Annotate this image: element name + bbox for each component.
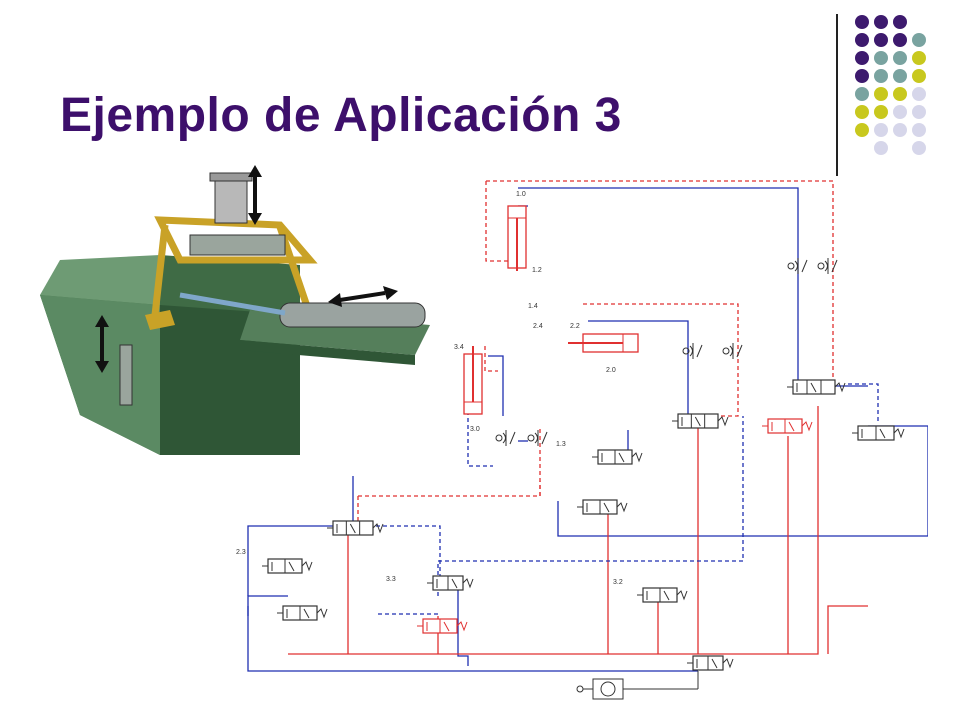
decorative-dot [855, 87, 869, 101]
directional-valve [262, 558, 313, 574]
valve-label-1-2: 1.2 [532, 267, 542, 274]
decorative-dot [912, 141, 926, 155]
valve-label-3-4: 3.4 [454, 344, 464, 351]
flow-control-valve [817, 258, 838, 274]
valve-label-2-2: 2.2 [570, 323, 580, 330]
directional-valve [687, 655, 734, 671]
decorative-dot [912, 51, 926, 65]
directional-valve [577, 499, 628, 515]
directional-valve [852, 425, 905, 441]
decorative-dot [855, 123, 869, 137]
pneumatic-circuit-diagram: 1.0 2.0 3.0 1.2 1.4 2.4 2.2 3.4 1.3 2.3 … [236, 180, 928, 700]
decorative-dot [893, 87, 907, 101]
header-divider-line [836, 14, 838, 176]
valve-label-1-3: 1.3 [556, 441, 566, 448]
valve-label-2-4: 2.4 [533, 323, 543, 330]
decorative-dot [893, 15, 907, 29]
cylinder-1-0 [507, 205, 527, 271]
cylinder-label-3-0: 3.0 [470, 426, 480, 433]
decorative-dot [893, 51, 907, 65]
air-supply-unit [576, 671, 699, 700]
cylinder-3-0 [463, 346, 483, 415]
directional-valve [417, 618, 468, 634]
cylinder-2-0 [568, 333, 639, 353]
decorative-dot [874, 51, 888, 65]
directional-valve [277, 605, 328, 621]
decorative-dot [912, 33, 926, 47]
flow-control-valve [495, 430, 516, 446]
directional-valve [787, 379, 846, 395]
decorative-dot [874, 15, 888, 29]
flow-control-valve [722, 343, 743, 359]
decorative-dot [912, 87, 926, 101]
decorative-dot [893, 105, 907, 119]
decorative-dot [893, 123, 907, 137]
directional-valve [762, 418, 813, 434]
decorative-dot [893, 69, 907, 83]
decorative-dot [912, 69, 926, 83]
decorative-dot [893, 33, 907, 47]
decorative-dot [855, 33, 869, 47]
decorative-dot [855, 105, 869, 119]
decorative-dot [874, 105, 888, 119]
decorative-dot [912, 105, 926, 119]
flow-control-valve [787, 258, 808, 274]
decorative-dot [874, 123, 888, 137]
directional-valve [592, 449, 643, 465]
decorative-dot [855, 69, 869, 83]
valve-label-3-2: 3.2 [613, 579, 623, 586]
decorative-dot [874, 87, 888, 101]
decorative-dot [912, 123, 926, 137]
directional-valve [327, 520, 384, 536]
cylinder-label-2-0: 2.0 [606, 367, 616, 374]
directional-valve [637, 587, 688, 603]
flow-control-valve [682, 343, 703, 359]
decorative-dot [855, 15, 869, 29]
valve-label-2-3: 2.3 [236, 549, 246, 556]
decorative-dot [874, 33, 888, 47]
slide-title: Ejemplo de Aplicación 3 [60, 89, 622, 142]
valve-label-3-3: 3.3 [386, 576, 396, 583]
press-machine-illustration [40, 165, 430, 455]
decorative-dot [874, 69, 888, 83]
decorative-dot-grid [855, 15, 926, 155]
directional-valve [672, 413, 729, 429]
flow-control-valve [527, 430, 548, 446]
decorative-dot [855, 51, 869, 65]
decorative-dot [874, 141, 888, 155]
valve-label-1-4: 1.4 [528, 303, 538, 310]
directional-valve [427, 575, 474, 591]
cylinder-label-1-0: 1.0 [516, 191, 526, 198]
